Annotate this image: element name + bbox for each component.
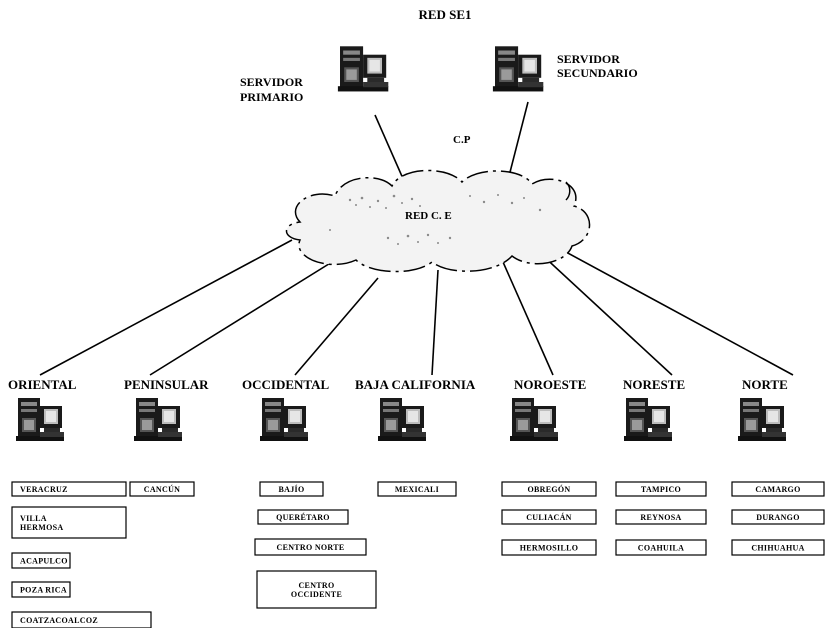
office-box: QUERÉTARO [257,509,349,525]
office-box: HERMOSILLO [501,539,597,556]
primary-server-icon [337,46,389,92]
diagram-title: RED SE1 [418,7,471,22]
link-noroeste [502,261,554,376]
region-noroeste: NOROESTE OBREGÓN CULIACÁN HERMOSILLO [501,377,597,556]
office-label: ACAPULCO [20,557,68,566]
office-label: HERMOSILLO [520,544,579,553]
link-baja-california [431,269,439,376]
office-box: CHIHUAHUA [731,539,825,556]
office-box: CULIACÁN [501,509,597,525]
office-label: COATZACOALCOZ [20,616,98,625]
office-box: TAMPICO [615,481,707,497]
office-box: REYNOSA [615,509,707,525]
secondary-server-label: SERVIDOR SECUNDARIO [557,52,638,80]
office-box: DURANGO [731,509,825,525]
office-box: ACAPULCO [11,552,71,569]
office-label: CHIHUAHUA [751,544,804,553]
office-label: REYNOSA [640,513,681,522]
link-occidental [294,277,379,376]
office-label: MEXICALI [395,485,439,494]
region-label: NORTE [742,377,788,392]
region-baja-california: BAJA CALIFORNIA MEXICALI [355,377,476,497]
office-box: BAJÍO [259,481,324,497]
computer-icon [16,398,64,441]
computer-icon [134,398,182,441]
office-box: MEXICALI [377,481,457,497]
office-label: CANCÚN [144,484,180,494]
region-label: NORESTE [623,377,685,392]
region-peninsular: PENINSULAR CANCÚN [124,377,209,497]
office-label: TAMPICO [641,485,681,494]
office-label: OBREGÓN [528,484,571,494]
cloud-label: RED C. E [405,210,452,222]
network-links [39,101,794,376]
region-label: ORIENTAL [8,377,77,392]
computer-icon [378,398,426,441]
office-box: OBREGÓN [501,481,597,497]
office-box: CENTRO NORTE [254,538,367,556]
office-label: COAHUILA [638,544,684,553]
office-box: VERACRUZ [11,481,127,497]
region-norte: NORTE CAMARGO DURANGO CHIHUAHUA [731,377,825,556]
computer-icon [510,398,558,441]
region-label: BAJA CALIFORNIA [355,377,476,392]
office-label: POZA RICA [20,586,67,595]
region-label: OCCIDENTAL [242,377,329,392]
link-secondary-cloud [507,101,529,181]
region-noreste: NORESTE TAMPICO REYNOSA COAHUILA [615,377,707,556]
office-box: POZA RICA [11,581,71,598]
office-box: CAMARGO [731,481,825,497]
region-label: PENINSULAR [124,377,209,392]
office-label: VERACRUZ [20,485,68,494]
link-peninsular [149,261,333,376]
office-label: QUERÉTARO [276,512,330,522]
office-label: CENTRO NORTE [277,543,345,552]
link-oriental [39,239,293,376]
computer-icon [738,398,786,441]
secondary-server-icon [492,46,544,92]
primary-server-label: SERVIDOR PRIMARIO [240,75,306,104]
office-label: BAJÍO [279,484,305,494]
office-box: COATZACOALCOZ [11,611,152,628]
region-occidental: OCCIDENTAL BAJÍO QUERÉTARO CENTRO NORTE CENT… [242,377,377,609]
cloud-icon [285,169,591,273]
office-label: CULIACÁN [526,512,572,522]
office-label: CAMARGO [755,485,800,494]
link-norte [552,244,794,376]
office-box: CANCÚN [129,481,195,497]
office-label: DURANGO [756,513,799,522]
office-box: COAHUILA [615,539,707,556]
computer-icon [260,398,308,441]
link-noreste [539,252,673,376]
computer-icon [624,398,672,441]
cp-label: C.P [453,134,471,146]
region-label: NOROESTE [514,377,586,392]
